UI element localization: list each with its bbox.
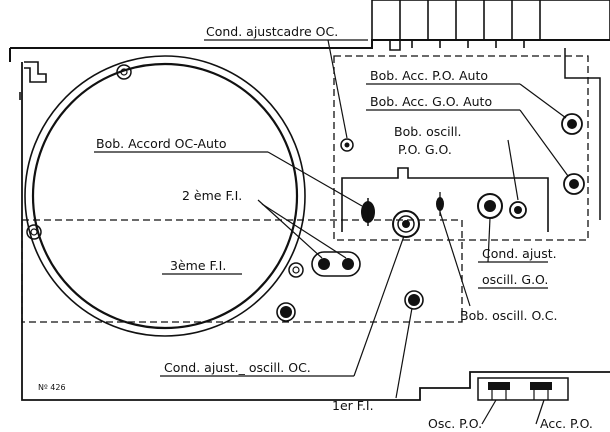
dashed-regions [21,55,589,323]
leader-bob-accord-oc-auto [267,151,363,207]
label-bob-acc-go-auto: Bob. Acc. G.O. Auto [370,94,492,109]
troisieme-fi-transformer [276,302,296,322]
label-2eme-fi: 2 ème F.I. [182,188,242,203]
label-osc-po: Osc. P.O. [428,416,482,431]
figure-number: Nº 426 [38,383,66,392]
label-bob-oscill-line2: P.O. G.O. [398,142,452,157]
premier-fi-transformer [404,290,424,310]
label-cond-ajust-oscill-go-line1: Cond. ajust. [482,246,557,261]
leader-bob-oscill-po-go [507,139,519,201]
bob-accord-oc-auto-coil [361,198,375,226]
leader-2eme-fi-b [261,203,347,259]
cond-ajust-cadre-oc-screw [340,138,354,152]
switch-bank [371,0,610,51]
bob-acc-go-auto-coil [563,173,585,195]
label-bob-acc-po-auto: Bob. Acc. P.O. Auto [370,68,488,83]
label-underlines [94,39,548,377]
leader-2eme-fi-a [257,199,323,259]
labels: Cond. ajustcadre OC. Bob. Acc. P.O. Auto… [38,24,593,431]
label-cond-ajust-oscill-oc: Cond. ajust._ oscill. OC. [164,360,311,375]
bob-acc-po-auto-coil [561,113,583,135]
leader-acc-po [535,399,545,425]
cond-ajust-oscill-go-trimmer [477,193,503,219]
coil-plate [341,167,549,232]
label-cond-ajust-oscill-go-line2: oscill. G.O. [482,272,548,287]
bottom-terminals [477,377,569,401]
label-cond-ajust-cadre-oc: Cond. ajustcadre OC. [206,24,338,39]
components [276,113,585,401]
leader-bob-acc-go-auto [519,109,569,177]
label-acc-po: Acc. P.O. [540,416,593,431]
leader-bob-acc-po-auto [519,83,567,119]
bob-oscill-po-go-coil [509,201,527,219]
leader-osc-po [481,399,497,425]
corner-bracket [19,61,47,100]
label-bob-oscill-line1: Bob. oscill. [394,124,462,139]
label-3eme-fi: 3ème F.I. [170,258,226,273]
leader-cond-ajust-oscill-go [487,217,491,263]
label-bob-oscill-oc: Bob. oscill. O.C. [460,308,558,323]
leader-cond-ajust-cadre-oc [327,39,348,139]
leader-bob-oscill-oc [439,211,471,307]
leader-lines [257,39,569,425]
label-1er-fi: 1er F.I. [332,398,374,413]
leader-1er-fi [395,307,413,399]
cond-ajust-oscill-oc-trimmer [392,210,420,238]
label-bob-accord-oc-auto: Bob. Accord OC-Auto [96,136,226,151]
leader-cond-ajust-oscill-oc [353,235,405,377]
dial-ring [24,55,306,337]
